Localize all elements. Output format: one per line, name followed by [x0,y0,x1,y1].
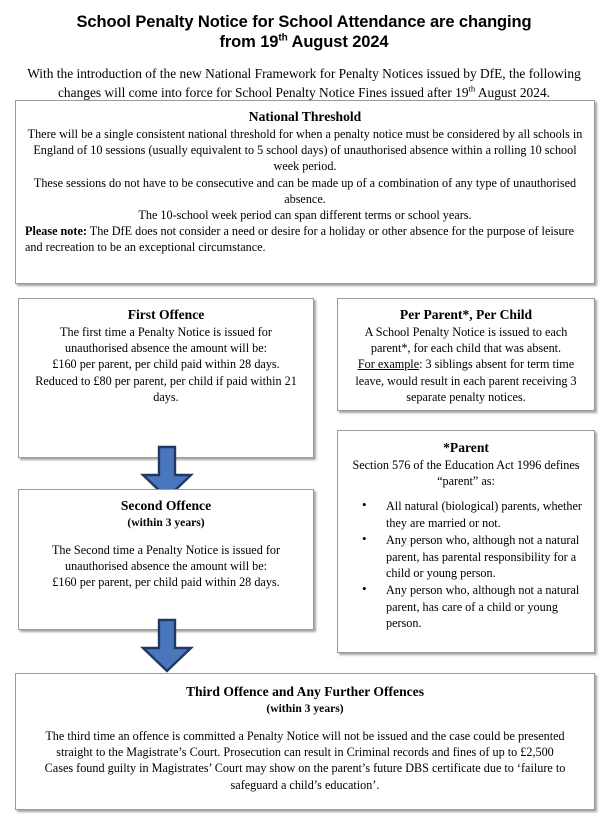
third-offence-subtitle: (within 3 years) [266,702,344,715]
second-offence-title: Second Offence [120,498,212,513]
third-offence-title: Third Offence and Any Further Offences [185,684,424,699]
national-threshold-title: National Threshold [248,109,362,124]
down-arrow-icon [140,445,194,500]
second-offence-line-3: £160 per parent, per child paid within 2… [52,575,280,590]
page-title-line1: School Penalty Notice for School Attenda… [76,13,532,31]
parent-definition-bullet-list: All natural (biological) parents, whethe… [348,497,584,631]
third-offence-spacer [28,716,582,728]
second-offence-line-2: unauthorised absence the amount will be: [64,559,268,574]
third-offence-box: Third Offence and Any Further Offences (… [15,673,595,810]
national-threshold-paragraph-3: The 10-school week period can span diffe… [138,208,472,223]
second-offence-subtitle: (within 3 years) [127,516,205,529]
first-offence-line-3: £160 per parent, per child paid within 2… [52,357,280,372]
intro-text-suffix: August 2024. [475,85,550,100]
parent-definition-box: *Parent Section 576 of the Education Act… [337,430,595,653]
page-title: School Penalty Notice for School Attenda… [0,12,608,52]
page-title-line2-prefix: from 19 [219,33,279,51]
national-threshold-note: Please note: The DfE does not consider a… [25,223,585,255]
intro-superscript: th [468,83,476,94]
parent-definition-intro: Section 576 of the Education Act 1996 de… [352,458,580,489]
third-offence-paragraph-2: Cases found guilty in Magistrates’ Court… [44,761,566,792]
list-item: Any person who, although not a natural p… [356,531,584,581]
page-title-line2-superscript: th [278,32,288,44]
per-parent-per-child-box: Per Parent*, Per Child A School Penalty … [337,298,595,411]
first-offence-line-4: Reduced to £80 per parent, per child if … [35,373,297,404]
second-offence-line-1: The Second time a Penalty Notice is issu… [51,543,281,557]
per-parent-title: Per Parent*, Per Child [399,307,533,322]
first-offence-line-2: unauthorised absence the amount will be: [64,341,268,356]
national-threshold-box: National Threshold There will be a singl… [15,100,595,284]
national-threshold-note-label: Please note: [25,224,87,239]
national-threshold-note-text: The DfE does not consider a need or desi… [25,224,575,255]
first-offence-line-1: The first time a Penalty Notice is issue… [60,325,272,339]
list-item: All natural (biological) parents, whethe… [356,497,584,531]
third-offence-paragraph-1: The third time an offence is committed a… [45,729,565,760]
intro-paragraph: With the introduction of the new Nationa… [8,64,600,102]
first-offence-box: First Offence The first time a Penalty N… [18,298,314,458]
second-offence-spacer [29,530,303,542]
page-title-line2-suffix: August 2024 [287,33,389,51]
national-threshold-paragraph-1: There will be a single consistent nation… [27,127,583,174]
national-threshold-paragraph-2: These sessions do not have to be consecu… [33,175,577,206]
intro-text-prefix: With the introduction of the new Nationa… [27,66,581,100]
down-arrow-icon [140,618,194,673]
parent-definition-title: *Parent [443,440,489,455]
per-parent-example: For example: 3 siblings absent for term … [348,356,584,405]
per-parent-example-text: : 3 siblings absent for term time leave,… [355,357,577,404]
first-offence-title: First Offence [127,307,205,322]
per-parent-example-label: For example [357,357,420,372]
second-offence-box: Second Offence (within 3 years) The Seco… [18,489,314,630]
list-item: Any person who, although not a natural p… [356,581,584,631]
per-parent-line-1: A School Penalty Notice is issued to eac… [364,325,568,356]
